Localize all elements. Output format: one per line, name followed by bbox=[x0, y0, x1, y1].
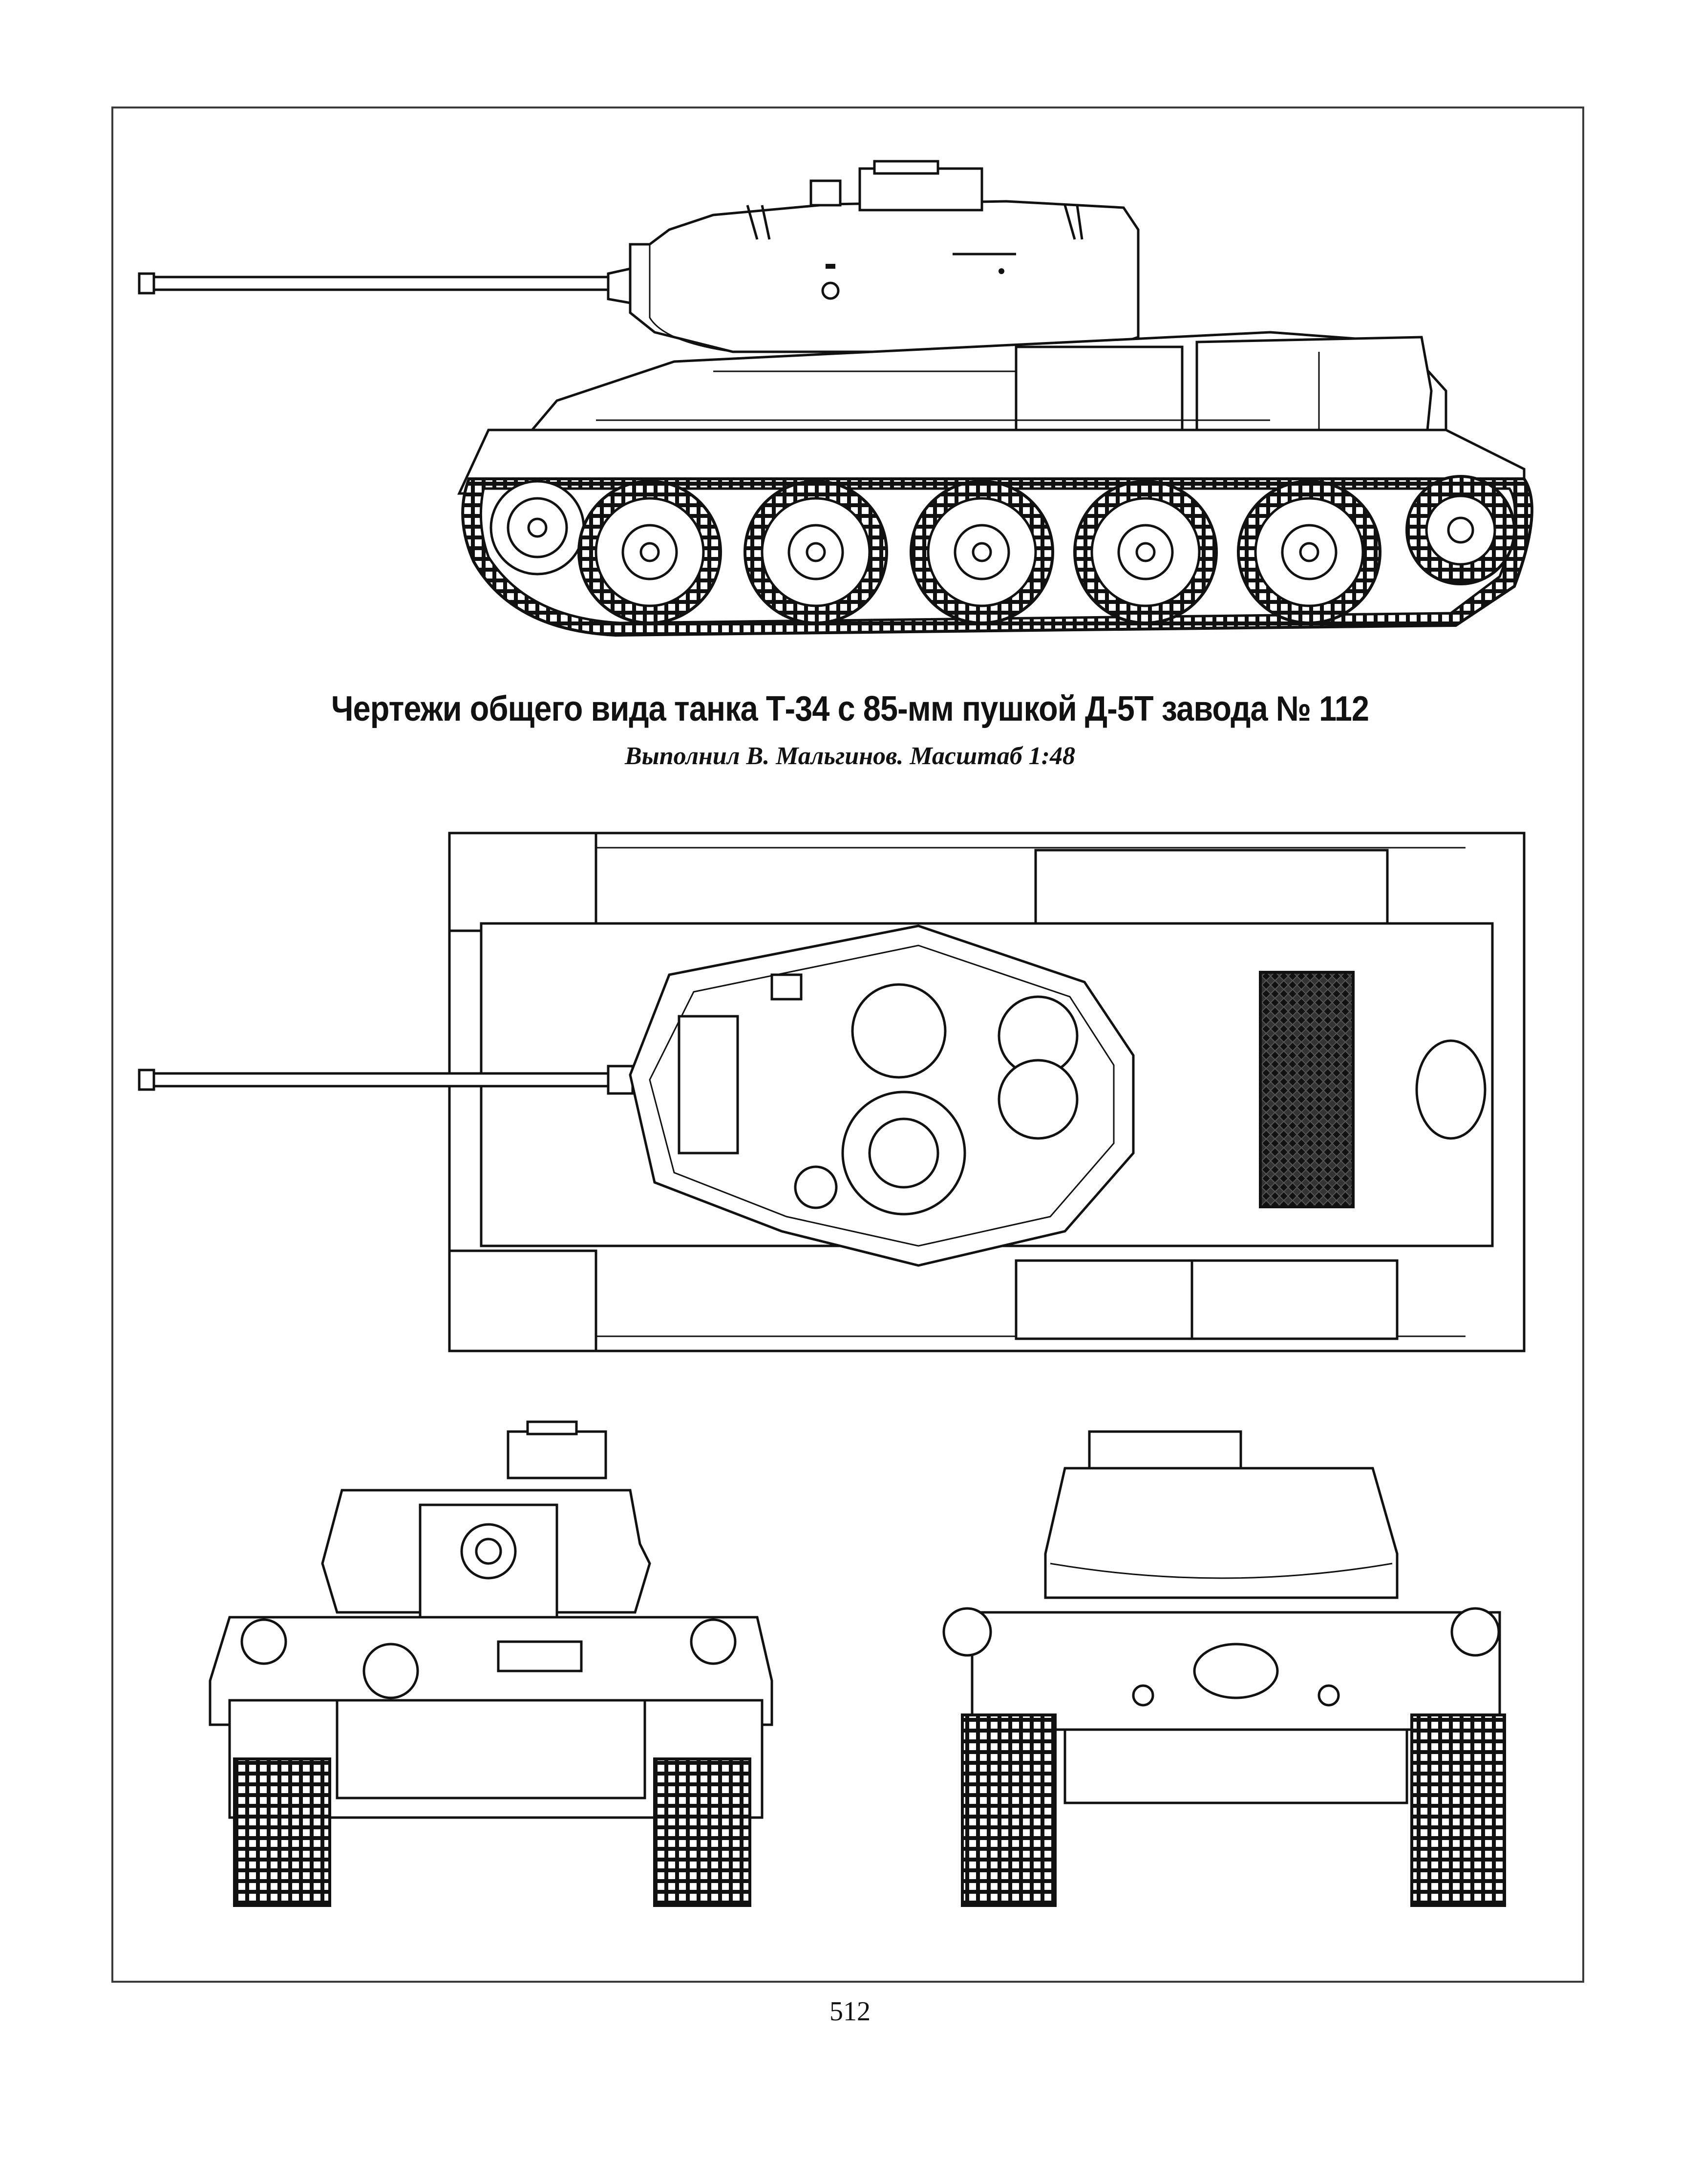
engine-grille bbox=[1259, 971, 1355, 1208]
drawing-title: Чертежи общего вида танка Т-34 с 85-мм п… bbox=[331, 689, 1369, 728]
headlight bbox=[240, 1618, 287, 1665]
drawing-credit: Выполнил В. Мальгинов. Масштаб 1:48 bbox=[624, 742, 1075, 770]
stowage-box bbox=[1015, 1259, 1193, 1340]
drive-sprocket bbox=[1405, 475, 1516, 585]
gun-barrel bbox=[138, 267, 632, 304]
track-left bbox=[961, 1713, 1057, 1907]
track-right bbox=[1410, 1713, 1506, 1907]
idler-wheel bbox=[489, 480, 585, 576]
road-wheel bbox=[1237, 480, 1381, 624]
road-wheel bbox=[1073, 480, 1218, 624]
transmission-hatch bbox=[1193, 1643, 1279, 1699]
side-view bbox=[138, 160, 1533, 637]
front-view bbox=[209, 1420, 773, 1907]
stowage-box bbox=[1034, 849, 1389, 925]
gun-barrel bbox=[138, 1065, 634, 1095]
tarpaulin-roll bbox=[1190, 1259, 1399, 1340]
turret-top bbox=[629, 924, 1135, 1267]
track-right bbox=[653, 1757, 751, 1907]
track-left bbox=[233, 1757, 331, 1907]
drawing-frame bbox=[111, 107, 1584, 1983]
headlight bbox=[690, 1618, 737, 1665]
cupola bbox=[851, 983, 947, 1079]
turret bbox=[629, 160, 1140, 353]
commander-cupola bbox=[841, 1091, 966, 1216]
top-view bbox=[138, 832, 1526, 1352]
road-wheel bbox=[910, 480, 1054, 624]
rear-hatch bbox=[1415, 1039, 1487, 1140]
road-wheel bbox=[744, 480, 888, 624]
fuel-tank bbox=[1450, 1607, 1500, 1657]
road-wheel bbox=[577, 480, 722, 624]
fuel-tank bbox=[942, 1607, 992, 1657]
page-number: 512 bbox=[829, 1996, 871, 2027]
rear-view bbox=[942, 1430, 1506, 1907]
